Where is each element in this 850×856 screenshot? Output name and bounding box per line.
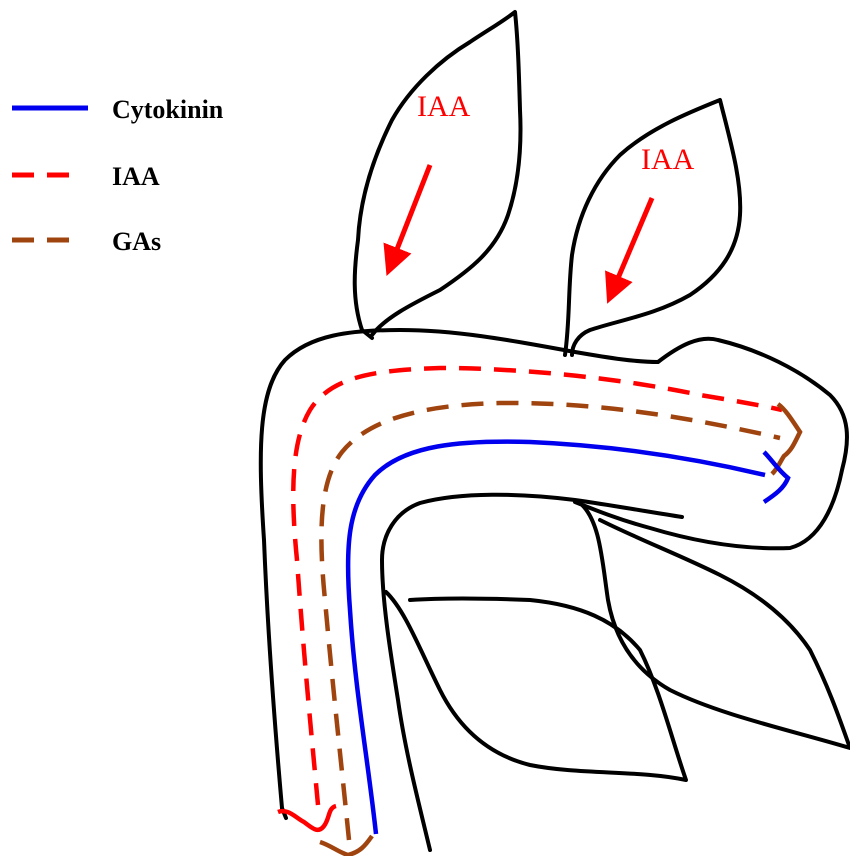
legend: Cytokinin IAA GAs <box>12 95 224 256</box>
legend-label-cytokinin: Cytokinin <box>112 95 224 124</box>
leaf-label-right: IAA <box>641 143 695 176</box>
gas-base-squiggle <box>320 836 372 855</box>
lower-leaves <box>386 503 850 780</box>
leaf-upper-right: IAA <box>565 100 740 355</box>
legend-item-iaa: IAA <box>12 162 160 191</box>
legend-item-gas: GAs <box>12 227 161 256</box>
lower-leaf-left <box>386 592 686 780</box>
gas-path <box>321 403 780 840</box>
stem-inner-edge <box>382 495 682 850</box>
hormone-paths <box>278 368 800 855</box>
leaf-outline-right <box>565 100 740 355</box>
leaf-outline-left <box>355 12 521 335</box>
legend-item-cytokinin: Cytokinin <box>12 95 224 124</box>
leaf-label-left: IAA <box>417 90 471 123</box>
leaf-upper-left: IAA <box>355 12 521 338</box>
legend-label-gas: GAs <box>112 227 161 256</box>
iaa-arrow-right <box>613 198 652 290</box>
legend-label-iaa: IAA <box>112 162 160 191</box>
iaa-arrow-left <box>392 165 430 262</box>
